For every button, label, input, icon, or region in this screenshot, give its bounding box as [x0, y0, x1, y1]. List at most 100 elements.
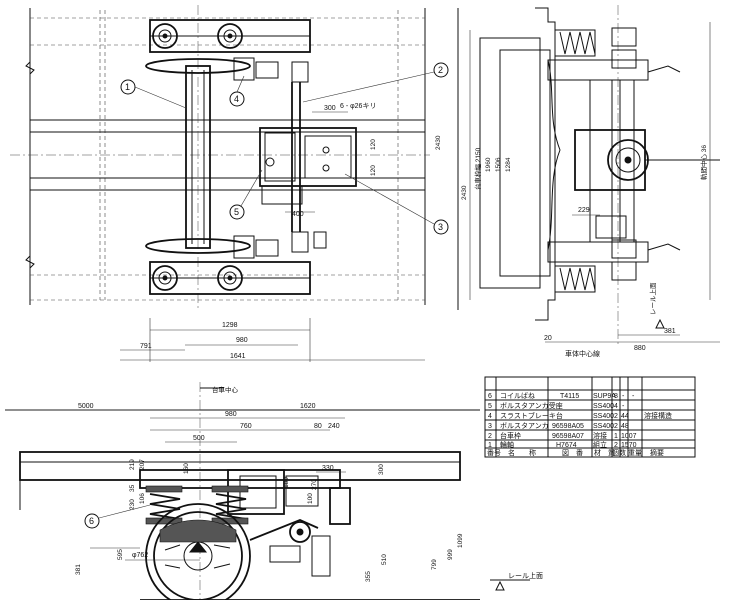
note-body-center: 車体中心線: [565, 349, 600, 358]
row2-name: 台車枠: [500, 431, 521, 440]
dim-80: 80: [314, 423, 322, 430]
header-drawing: 図 番: [562, 449, 583, 457]
row3-qty: 2: [614, 423, 618, 430]
row4-remark: 溶接構造: [644, 411, 672, 420]
header-weight: 重量: [628, 449, 642, 457]
header-qty: 個数: [612, 448, 626, 457]
dim-106: 106: [139, 493, 146, 504]
row1-name: 輪軸: [500, 440, 514, 449]
row1-weight: 1570: [621, 442, 637, 449]
coil-spring-left: [145, 485, 183, 525]
dim-381-elev: 381: [75, 564, 82, 575]
end-view: 2430 台車枠幅 2150 1960 1506 1284 軌間中心 36 22…: [457, 5, 720, 358]
dim-980: 980: [236, 337, 248, 344]
dim-120b: 120: [370, 165, 377, 176]
row4-qty: 2: [614, 413, 618, 420]
row1-drawing: H7674: [556, 442, 577, 449]
dim-760: 760: [240, 423, 252, 430]
row5-no: 5: [488, 403, 492, 410]
balloon-3: 3: [438, 222, 443, 232]
dim-880: 880: [634, 345, 646, 352]
header-material: 材 質: [594, 448, 615, 457]
dim-207: 207: [139, 459, 146, 470]
row2-qty: 1: [614, 433, 618, 440]
balloon-1: 1: [125, 82, 130, 92]
dim-300: 300: [378, 464, 385, 475]
balloon-2: 2: [438, 65, 443, 75]
dim-1284: 1284: [505, 157, 512, 172]
balloon-6: 6: [89, 516, 94, 526]
dim-381: 381: [664, 328, 676, 335]
row5-name: ボルスタアンカ受座: [500, 401, 563, 410]
dim-1099: 1099: [457, 533, 464, 548]
dim-100: 100: [307, 493, 314, 504]
dim-180: 180: [283, 477, 290, 488]
parts-table: 6 コイルばね T4115 SUP9A 8 - - 5 ボルスタアンカ受座 SS…: [484, 376, 696, 458]
row2-weight: 1007: [621, 433, 637, 440]
row2-no: 2: [488, 433, 492, 440]
row2-material: 溶接: [593, 431, 607, 440]
elevation-view: 台車中心 レール上面: [5, 382, 543, 600]
note-bogie-center: 台車中心: [212, 385, 239, 394]
dim-270: 270: [311, 479, 318, 490]
row6-qty: 8: [614, 393, 618, 400]
dim-500: 500: [193, 435, 205, 442]
row5-weight: -: [622, 403, 625, 410]
row1-no: 1: [488, 442, 492, 449]
row6-no: 6: [488, 393, 492, 400]
dim-799: 799: [431, 559, 438, 570]
row3-material: SS400: [593, 423, 614, 430]
note-rail-top-side: レール上面: [648, 282, 657, 315]
row2-drawing: 96598A07: [552, 433, 584, 440]
dim-2150: 台車枠幅 2150: [473, 147, 482, 190]
dim-1620: 1620: [300, 403, 316, 410]
dim-400: 400: [292, 211, 304, 218]
dim-219: 219: [129, 459, 136, 470]
row6-material: SUP9A: [593, 393, 616, 400]
dim-160: 160: [183, 463, 190, 474]
dim-300: 300: [324, 105, 336, 112]
row4-name: スラストブレーキ台: [500, 411, 563, 420]
dim-35: 35: [129, 484, 136, 492]
dim-5000: 5000: [78, 403, 94, 410]
header-name: 名 称: [508, 448, 536, 457]
row3-no: 3: [488, 423, 492, 430]
dim-980-elev: 980: [225, 411, 237, 418]
dim-510: 510: [381, 554, 388, 565]
plan-view: 300 6 - φ26キリ 120 120 400 1298 980 791 1…: [10, 5, 449, 362]
dim-120a: 120: [370, 139, 377, 150]
row5-qty: 4: [614, 403, 618, 410]
dim-999: 999: [447, 549, 454, 560]
dim-229: 229: [578, 207, 590, 214]
coil-spring-right: [211, 485, 249, 525]
spring-top: [554, 27, 637, 69]
balloon-4: 4: [234, 94, 239, 104]
row3-weight: 48: [621, 423, 629, 430]
row6-drawing: T4115: [560, 393, 579, 400]
note-rail-top-elev: レール上面: [508, 571, 543, 580]
row6-name: コイルばね: [500, 391, 535, 400]
header-remark: 摘要: [650, 448, 664, 457]
row1-material: 組立: [593, 440, 607, 449]
dim-2430-side: 2430: [461, 185, 468, 200]
dim-1960: 1960: [485, 157, 492, 172]
dim-240: 240: [328, 423, 340, 430]
balloon-5: 5: [234, 207, 239, 217]
dim-330: 330: [322, 465, 334, 472]
dim-wheel-dia: φ762: [132, 552, 148, 559]
row4-weight: 44: [621, 413, 629, 420]
dim-bolt-holes: 6 - φ26キリ: [340, 103, 376, 110]
spring-bottom: [554, 239, 637, 293]
row4-material: SS400: [593, 413, 614, 420]
row3-drawing: 96598A05: [552, 423, 584, 430]
dim-2430: 2430: [435, 135, 442, 150]
dim-1506: 1506: [495, 157, 502, 172]
dim-355: 355: [365, 571, 372, 582]
row4-no: 4: [488, 413, 492, 420]
dim-1298: 1298: [222, 322, 238, 329]
dim-595: 595: [117, 549, 124, 560]
row6-weight: -: [622, 393, 625, 400]
row3-name: ボルスタアンカ: [500, 421, 549, 430]
